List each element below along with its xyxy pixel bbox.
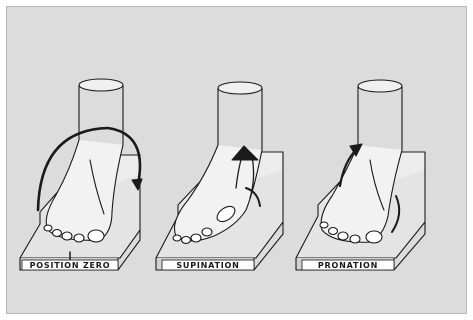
foot-pronation-icon [296,80,425,270]
label-position-zero: POSITION ZERO [30,261,111,270]
label-pronation: PRONATION [318,261,378,270]
label-supination: SUPINATION [176,261,239,270]
panel-labels: POSITION ZERO SUPINATION PRONATION [22,260,394,270]
foot-neutral-icon [20,79,142,270]
foot-supination-icon [156,82,283,270]
